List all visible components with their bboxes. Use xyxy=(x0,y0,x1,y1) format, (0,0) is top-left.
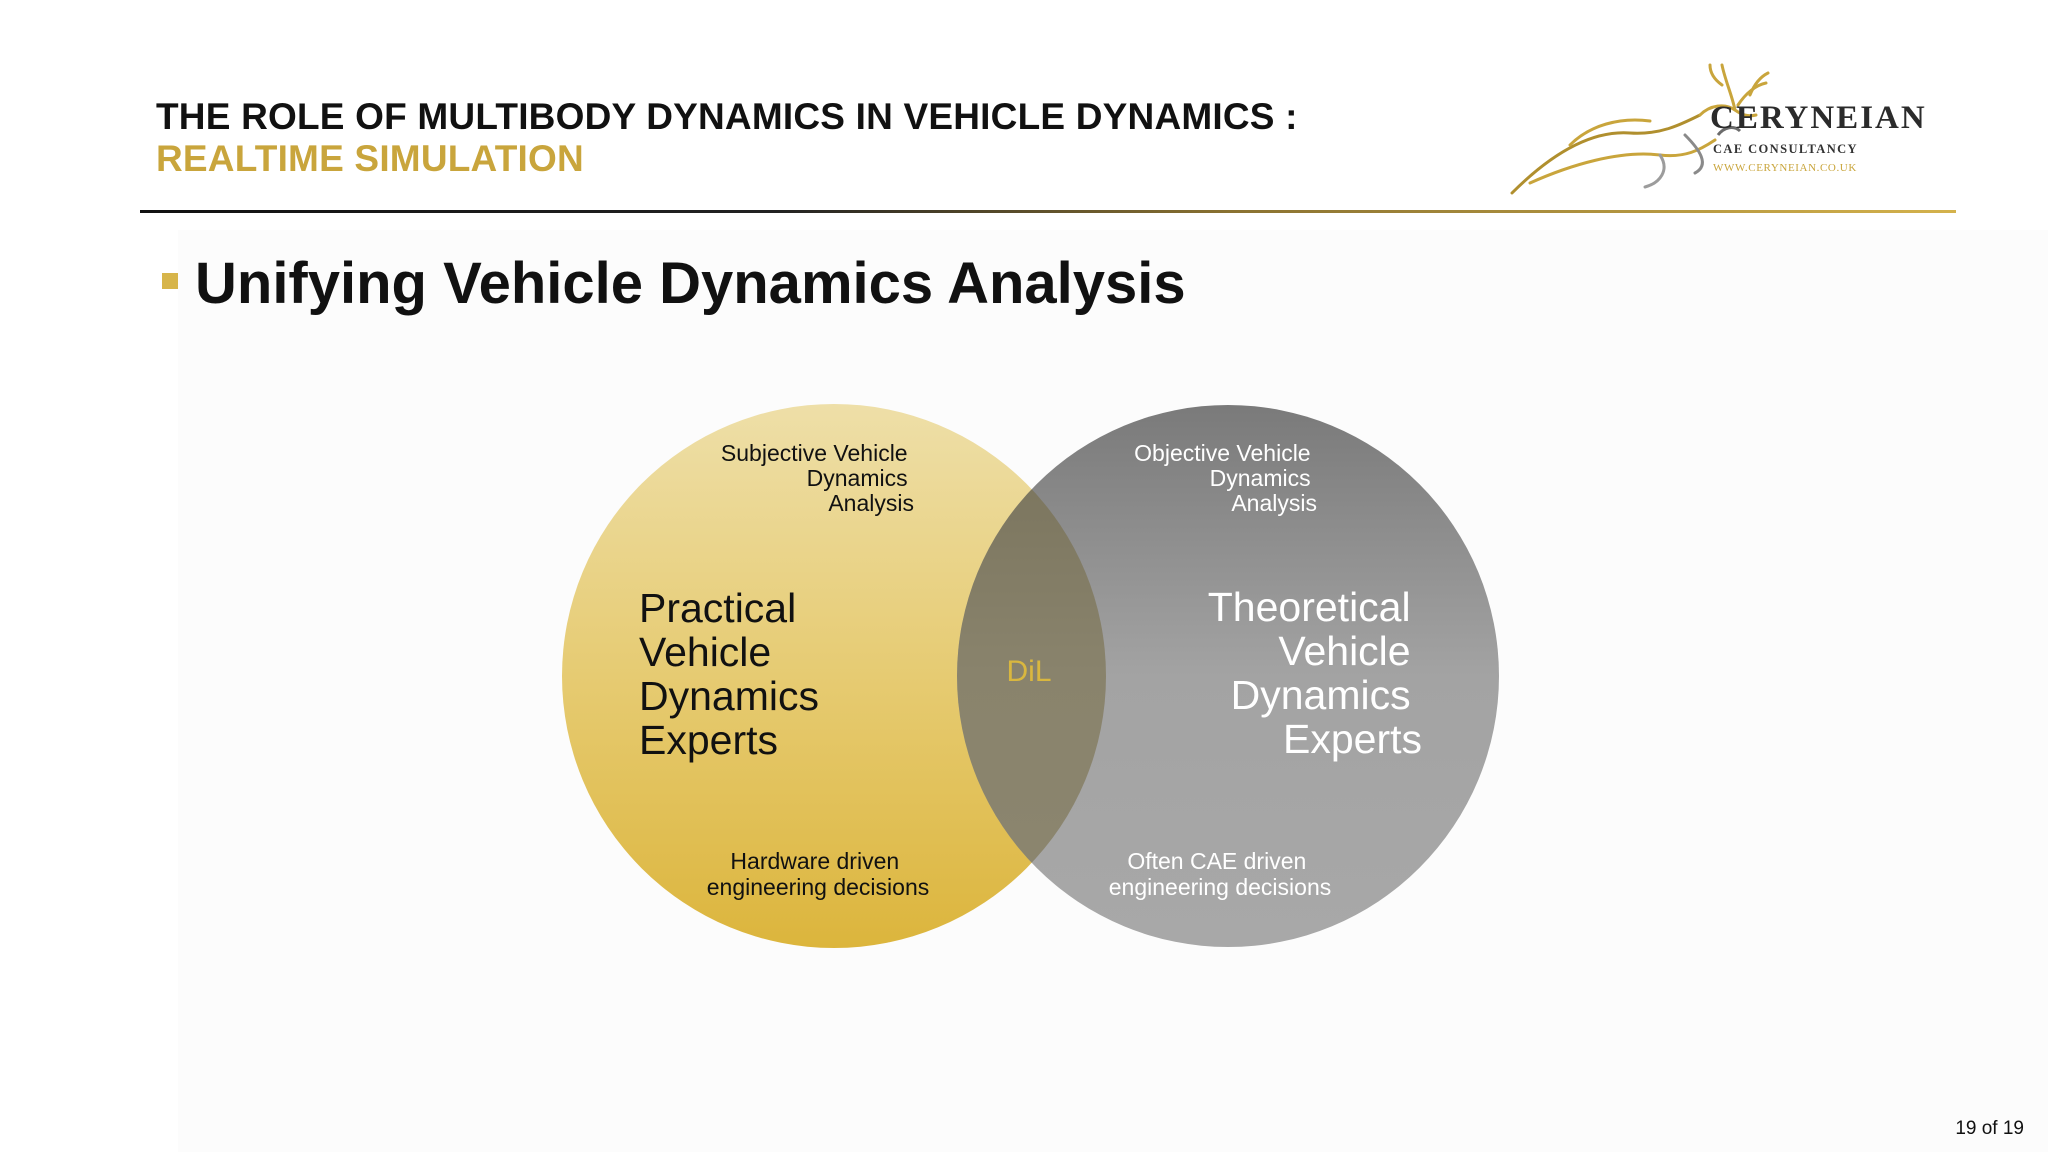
leaping-deer-icon xyxy=(1510,63,1770,195)
overlap-label: DiL xyxy=(1006,655,1051,688)
venn-left-circle xyxy=(562,404,1106,948)
left-bottom-label: Hardware driven engineering decisions xyxy=(707,848,930,900)
page-number: 19 of 19 xyxy=(1955,1118,2024,1139)
logo-name: CERYNEIAN xyxy=(1710,100,1927,136)
logo-url[interactable]: WWW.CERYNEIAN.CO.UK xyxy=(1713,162,1857,174)
logo-tagline: CAE CONSULTANCY xyxy=(1713,142,1858,156)
bullet-square-icon xyxy=(162,273,178,289)
right-top-label: Objective Vehicle Dynamics Analysis xyxy=(1134,440,1317,516)
header-title: THE ROLE OF MULTIBODY DYNAMICS IN VEHICL… xyxy=(156,96,1298,137)
right-bottom-label: Often CAE driven engineering decisions xyxy=(1109,848,1332,900)
left-top-label: Subjective Vehicle Dynamics Analysis xyxy=(721,440,914,516)
right-main-label: Theoretical Vehicle Dynamics Experts xyxy=(1208,584,1422,762)
venn-right-circle xyxy=(957,405,1499,947)
slide-heading: Unifying Vehicle Dynamics Analysis xyxy=(195,251,1186,316)
header-subtitle: REALTIME SIMULATION xyxy=(156,138,584,179)
left-main-label: Practical Vehicle Dynamics Experts xyxy=(639,585,830,763)
header-divider xyxy=(140,210,1956,213)
